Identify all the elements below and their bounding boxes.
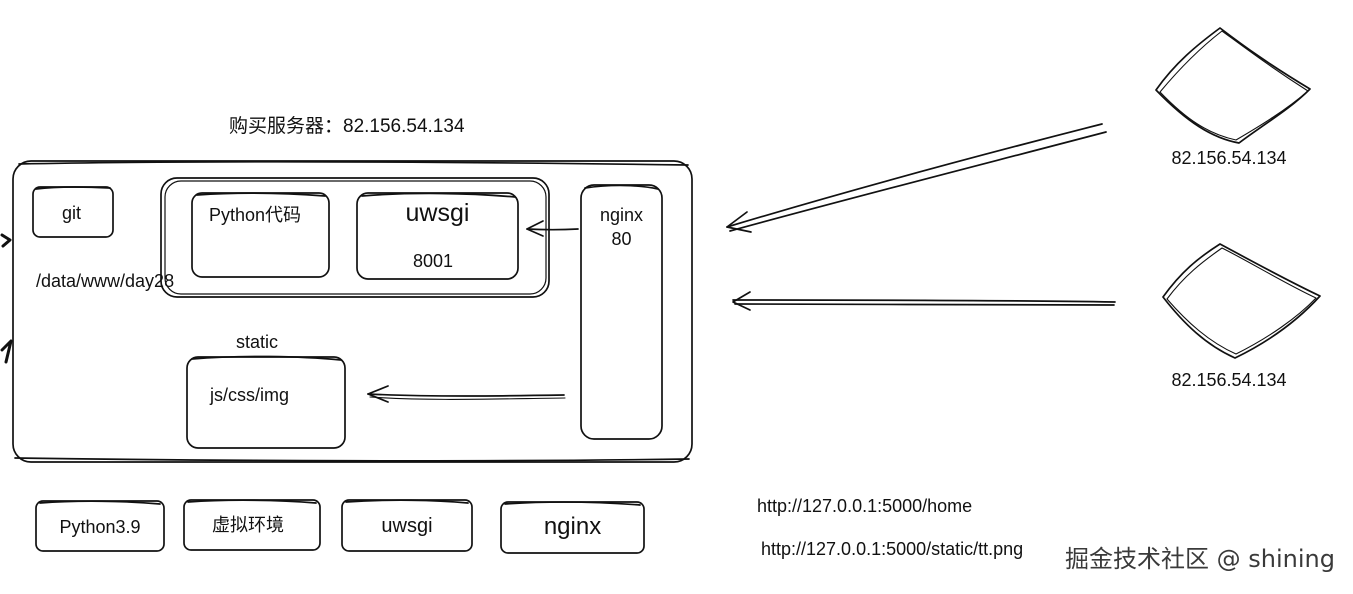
component-uwsgi-box	[341, 499, 473, 552]
component-venv-label: 虚拟环境	[212, 515, 284, 535]
arrow-nginx-to-uwsgi	[526, 220, 579, 237]
component-uwsgi-label: uwsgi	[381, 515, 433, 537]
url-home: http://127.0.0.1:5000/home	[757, 496, 973, 516]
left-edge-arrow-marks	[0, 233, 13, 364]
nginx-box	[580, 184, 663, 440]
url-static: http://127.0.0.1:5000/static/tt.png	[761, 539, 1024, 559]
nginx-port: 80	[611, 229, 632, 249]
client-1-ip: 82.156.54.134	[1171, 148, 1287, 168]
client-1-diamond	[1155, 27, 1311, 144]
component-venv-box	[183, 499, 321, 551]
uwsgi-port: 8001	[412, 251, 454, 271]
project-group-box	[160, 177, 550, 298]
python-code-box	[191, 192, 330, 278]
static-files-label: js/css/img	[210, 385, 290, 405]
component-python-box	[35, 500, 165, 552]
uwsgi-title: uwsgi	[405, 199, 470, 227]
arrow-client-1-to-nginx	[726, 123, 1107, 233]
git-label: git	[62, 203, 82, 223]
client-2-ip: 82.156.54.134	[1171, 370, 1287, 390]
watermark: 掘金技术社区 @ shining	[1065, 545, 1335, 573]
arrow-client-2-to-nginx	[732, 291, 1116, 311]
uwsgi-box	[356, 192, 519, 280]
nginx-title: nginx	[599, 205, 644, 225]
git-box	[32, 186, 114, 238]
python-code-label: Python代码	[209, 205, 302, 225]
component-nginx-label: nginx	[543, 513, 602, 540]
component-python-label: Python3.9	[59, 517, 141, 537]
server-title: 购买服务器：82.156.54.134	[229, 116, 465, 137]
static-box	[186, 355, 346, 449]
arrow-nginx-to-static	[367, 385, 566, 403]
static-label: static	[236, 332, 279, 352]
client-2-diamond	[1162, 243, 1321, 359]
project-path-label: /data/www/day28	[36, 271, 175, 291]
server-box	[12, 160, 693, 463]
component-nginx-box	[500, 501, 645, 554]
